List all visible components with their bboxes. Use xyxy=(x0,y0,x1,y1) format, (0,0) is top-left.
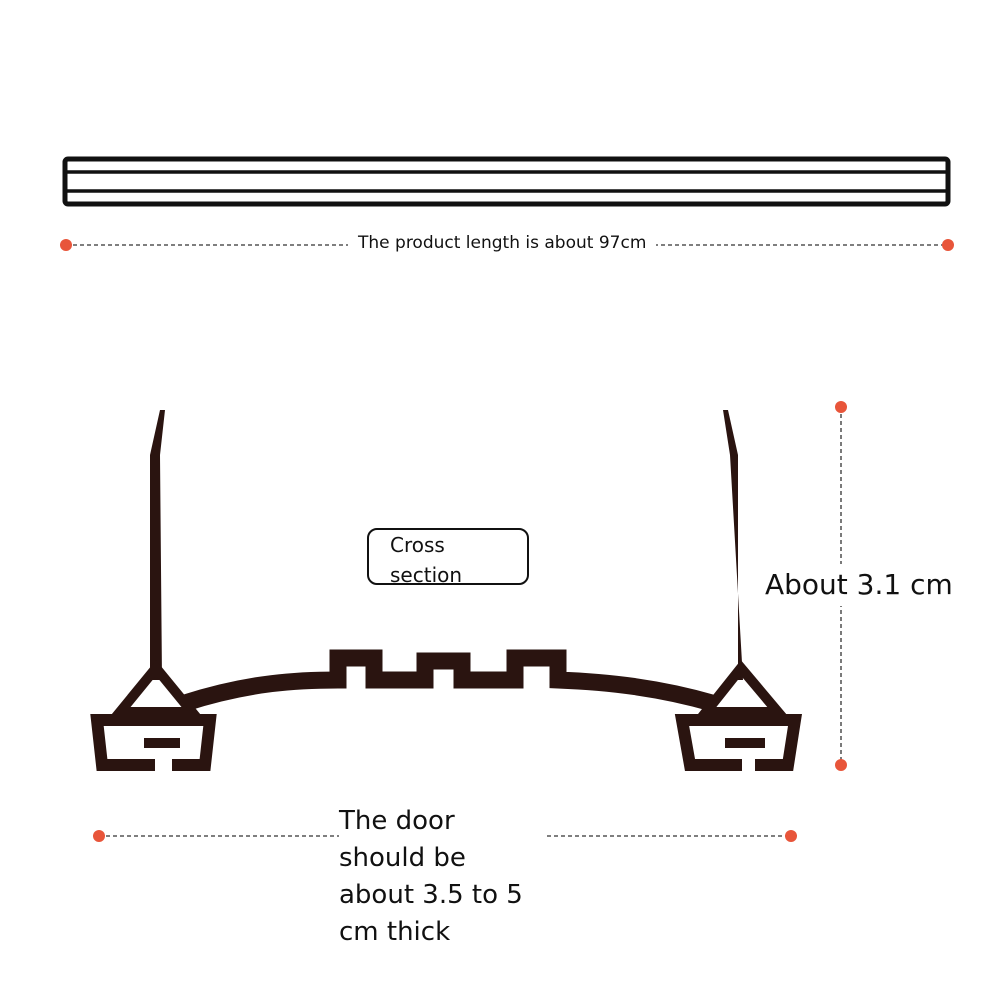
length-marker-right xyxy=(942,239,954,251)
right-foot xyxy=(674,714,803,771)
cross-section-box xyxy=(367,528,529,585)
strip-side-view xyxy=(62,156,951,207)
right-fin xyxy=(723,410,743,680)
strip-outline xyxy=(62,156,951,207)
length-marker-left xyxy=(60,239,72,251)
door-marker-left xyxy=(93,830,105,842)
left-fin xyxy=(150,410,165,680)
left-foot xyxy=(90,714,217,771)
cross-section-profile xyxy=(90,410,803,771)
door-marker-right xyxy=(785,830,797,842)
door-thickness-label: The door should be about 3.5 to 5 cm thi… xyxy=(339,803,544,951)
height-label: About 3.1 cm xyxy=(765,564,953,606)
height-marker-bottom xyxy=(835,759,847,771)
height-marker-top xyxy=(835,401,847,413)
length-label: The product length is about 97cm xyxy=(348,231,657,255)
cross-section-label: Cross section xyxy=(390,533,463,587)
left-triangle xyxy=(109,660,203,717)
right-triangle xyxy=(695,660,789,717)
base-arch xyxy=(182,649,715,712)
